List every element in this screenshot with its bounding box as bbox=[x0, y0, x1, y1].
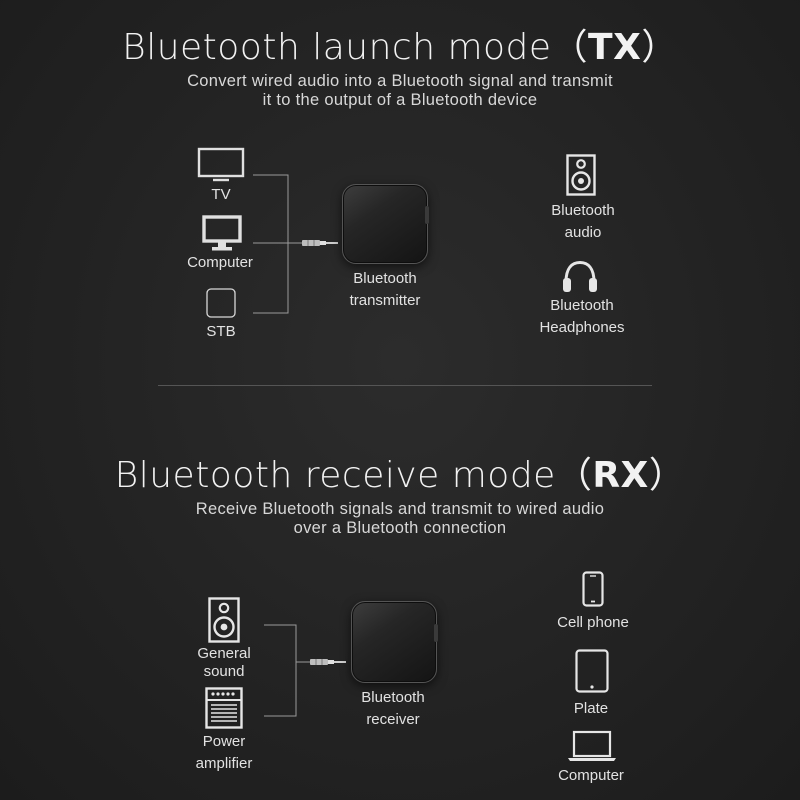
rx-output-sound-label: General sound bbox=[174, 645, 274, 681]
tablet-icon bbox=[575, 649, 609, 693]
rx-output-amplifier-line1: Power bbox=[202, 733, 246, 750]
tx-device-label: Bluetooth transmitter bbox=[330, 268, 440, 312]
tx-output-audio-line2: audio bbox=[564, 224, 602, 241]
rx-source-phone-label: Cell phone bbox=[557, 614, 629, 631]
section-divider bbox=[158, 385, 652, 386]
bluetooth-receiver-device bbox=[351, 601, 437, 683]
tx-title-code: TX bbox=[588, 27, 642, 68]
tx-subtitle: Convert wired audio into a Bluetooth sig… bbox=[0, 72, 800, 110]
rx-subtitle-line2: over a Bluetooth connection bbox=[293, 519, 507, 537]
monitor-icon bbox=[202, 215, 242, 251]
tx-output-headphones-line1: Bluetooth bbox=[550, 297, 614, 314]
rx-title: Bluetooth receive mode（RX） bbox=[0, 446, 800, 498]
headphones-icon bbox=[563, 260, 597, 292]
speaker-icon bbox=[566, 154, 596, 196]
rx-output-amplifier-label: Power amplifier bbox=[174, 731, 274, 775]
rx-source-tablet-label: Plate bbox=[573, 700, 609, 717]
tx-subtitle-line2: it to the output of a Bluetooth device bbox=[262, 91, 538, 109]
tx-source-stb-label: STB bbox=[206, 323, 236, 340]
receiver-side-button bbox=[434, 624, 438, 642]
tx-title: Bluetooth launch mode（TX） bbox=[0, 18, 800, 70]
rx-title-close: ） bbox=[648, 455, 686, 496]
tx-output-headphones-line2: Headphones bbox=[539, 319, 625, 336]
rx-device-label-line1: Bluetooth bbox=[361, 689, 425, 706]
rx-subtitle-line1: Receive Bluetooth signals and transmit t… bbox=[195, 500, 605, 518]
tx-subtitle-line1: Convert wired audio into a Bluetooth sig… bbox=[187, 72, 613, 90]
tx-source-computer-label: Computer bbox=[187, 254, 253, 271]
bluetooth-transmitter-device bbox=[342, 184, 428, 264]
rx-title-code: RX bbox=[592, 455, 649, 496]
phone-icon bbox=[582, 571, 604, 607]
rx-device-label: Bluetooth receiver bbox=[338, 687, 448, 731]
rx-source-laptop-label: Computer bbox=[558, 767, 624, 784]
tx-device-label-line2: transmitter bbox=[349, 292, 421, 309]
tx-output-audio-label: Bluetooth audio bbox=[533, 200, 633, 244]
tx-source-tv-label: TV bbox=[211, 186, 231, 203]
amplifier-icon bbox=[205, 687, 243, 729]
speaker-icon bbox=[208, 597, 240, 643]
rx-output-amplifier-line2: amplifier bbox=[195, 755, 253, 772]
set-top-box-icon bbox=[206, 288, 236, 318]
rx-device-label-line2: receiver bbox=[366, 711, 420, 728]
tv-icon bbox=[197, 147, 245, 182]
rx-subtitle: Receive Bluetooth signals and transmit t… bbox=[0, 500, 800, 538]
tx-output-headphones-label: Bluetooth Headphones bbox=[522, 295, 642, 339]
tx-audio-plug bbox=[302, 240, 338, 246]
rx-title-main: Bluetooth receive mode（ bbox=[114, 455, 593, 496]
tx-title-main: Bluetooth launch mode（ bbox=[122, 27, 589, 68]
tx-device-label-line1: Bluetooth bbox=[353, 270, 417, 287]
rx-output-sound-line1: General bbox=[197, 645, 251, 662]
laptop-icon bbox=[568, 730, 616, 761]
rx-output-sound-line2: sound bbox=[203, 663, 245, 680]
rx-audio-plug bbox=[310, 659, 346, 665]
tx-title-close: ） bbox=[641, 27, 678, 68]
transmitter-side-button bbox=[425, 206, 429, 224]
tx-output-audio-line1: Bluetooth bbox=[551, 202, 615, 219]
